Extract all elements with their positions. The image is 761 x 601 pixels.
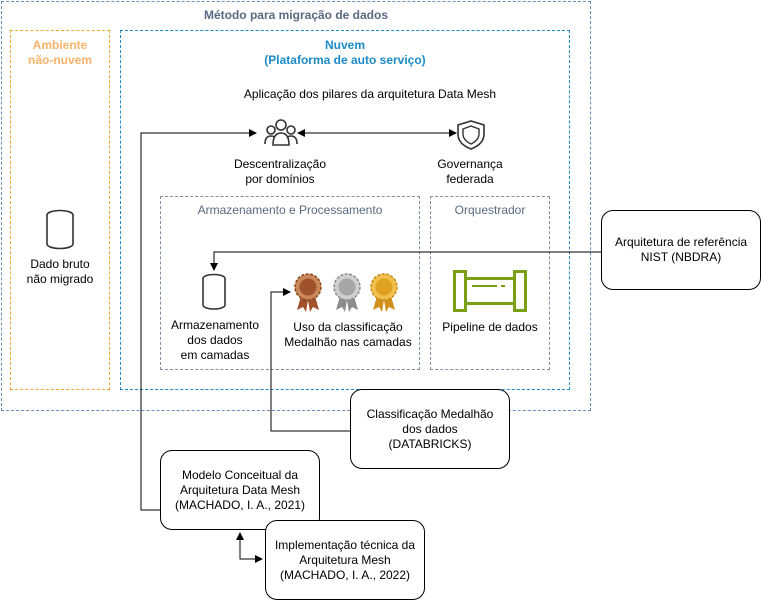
medallion-to-medals-arrow [270,288,350,432]
conceptual-model-line2: Arquitetura Data Mesh [179,482,301,497]
storage-processing-title: Armazenamento e Processamento [197,203,383,217]
medallion-reference-line1: Classificação Medalhão [366,406,494,421]
nist-reference-line2: NIST (NBDRA) [640,250,722,264]
layered-storage-line1: Armazenamento [170,318,260,332]
conceptual-model-box: Modelo Conceitual da Arquitetura Data Me… [160,450,320,530]
cloud-title-line1: Nuvem [324,38,365,52]
medallion-usage-line2: Medalhão nas camadas [284,335,412,349]
technical-implementation-line1: Implementação técnica da [274,537,416,552]
medal-icon-silver [333,273,361,312]
conceptual-model-line3: (MACHADO, I. A., 2021) [174,497,306,512]
orchestrator-title: Orquestrador [454,203,526,217]
non-cloud-title-line1: Ambiente [32,38,88,52]
medal-icon-gold [370,273,398,312]
governance-line2: federada [446,172,494,186]
non-cloud-title-line2: não-nuvem [27,53,92,67]
users-icon [264,119,298,146]
non-cloud-container [10,30,110,390]
raw-data-line1: Dado bruto [30,257,90,271]
shield-icon [457,120,485,150]
governance-line1: Governança [437,157,503,171]
nist-reference-line1: Arquitetura de referência [614,235,748,249]
database-icon [46,209,74,250]
nist-to-storage-arrow [210,251,601,271]
database-icon [202,273,226,310]
medallion-reference-line2: dos dados [402,421,458,436]
outer-title: Método para migração de dados [203,8,389,22]
orchestrator-container [430,196,550,370]
medallion-usage-line1: Uso da classificação [293,320,403,334]
medallion-reference-box: Classificação Medalhão dos dados (DATABR… [350,389,510,469]
pipeline-icon [453,270,527,312]
conceptual-model-line1: Modelo Conceitual da [181,467,299,482]
technical-implementation-line3: (MACHADO, I. A., 2022) [279,567,411,582]
layered-storage-line2: dos dados [187,333,243,347]
cloud-container [120,30,570,390]
nist-reference-box: Arquitetura de referência NIST (NBDRA) [601,210,761,290]
pipeline-label: Pipeline de dados [442,320,538,334]
model-implementation-link [236,532,263,563]
layered-storage-line3: em camadas [180,348,250,362]
technical-implementation-box: Implementação técnica da Arquitetura Mes… [265,520,425,600]
raw-data-line2: não migrado [26,272,94,286]
technical-implementation-line2: Arquitetura Mesh [299,552,391,567]
medallion-reference-line3: (DATABRICKS) [388,436,472,451]
model-to-decentralization-arrow [140,129,257,511]
outer-container [1,1,591,411]
cloud-title-line2: (Plataforma de auto serviço) [264,53,426,67]
medal-icon-bronze [294,273,322,312]
storage-processing-container [160,196,420,370]
decentralization-line1: Descentralização [233,157,327,171]
decentralization-line2: por domínios [245,172,315,186]
pillars-label: Aplicação dos pilares da arquitetura Dat… [243,87,497,101]
